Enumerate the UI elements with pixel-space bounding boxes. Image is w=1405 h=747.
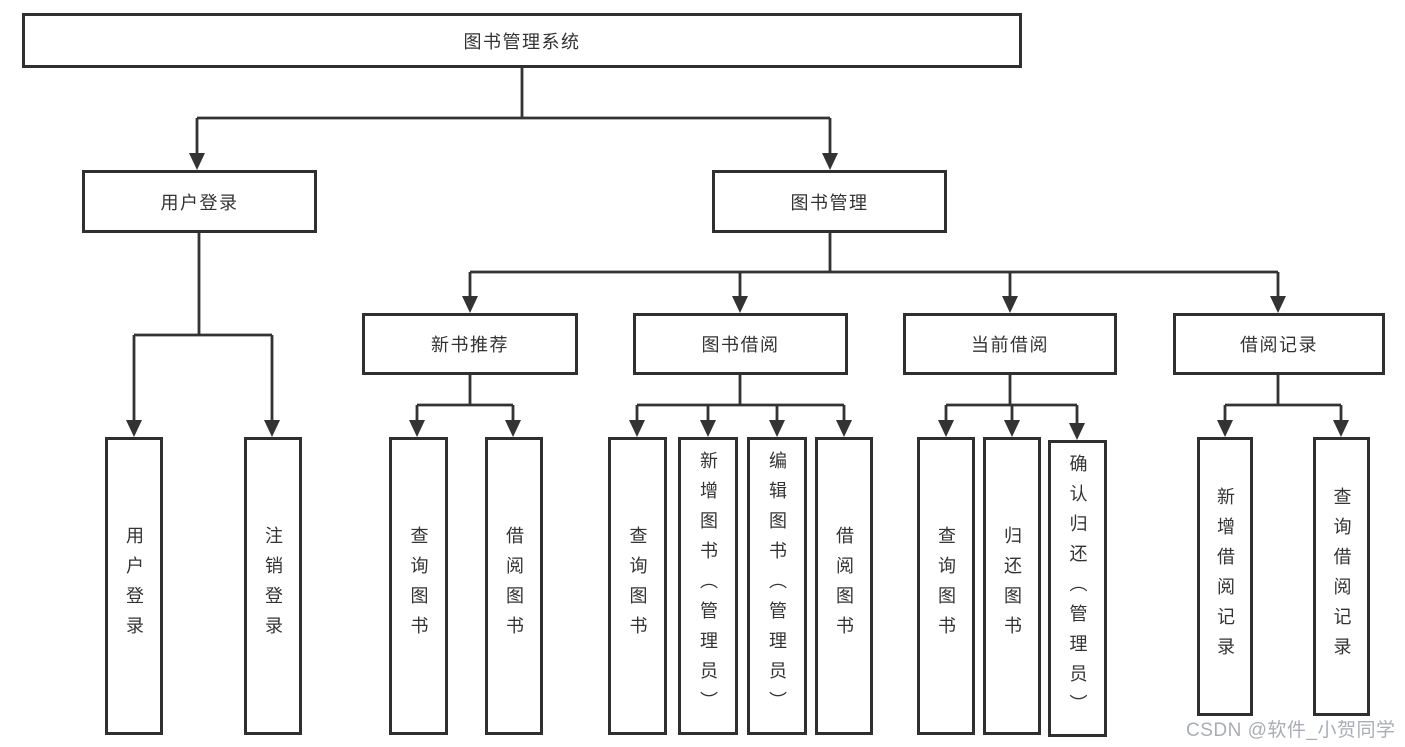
- leaf-br-query-record: 查询借阅记录: [1313, 437, 1370, 716]
- leaf-cb-confirm-return-admin: 确认归还（管理员）: [1048, 440, 1107, 737]
- leaf-nr-borrow-books: 借阅图书: [485, 437, 543, 735]
- leaf-nr-query-books: 查询图书: [389, 437, 448, 735]
- leaf-bb-query-books: 查询图书: [608, 437, 667, 735]
- node-book-management: 图书管理: [712, 170, 947, 233]
- leaf-bb-add-books-admin: 新增图书（管理员）: [678, 437, 738, 735]
- leaf-cb-query-books: 查询图书: [917, 437, 975, 735]
- node-user-login: 用户登录: [82, 170, 317, 233]
- node-book-borrowing: 图书借阅: [633, 313, 848, 375]
- node-new-book-recommendation: 新书推荐: [362, 313, 578, 375]
- leaf-cb-return-books: 归还图书: [983, 437, 1041, 735]
- leaf-bb-borrow-books: 借阅图书: [815, 437, 873, 735]
- leaf-logout: 注销登录: [244, 437, 302, 735]
- node-current-borrowing: 当前借阅: [903, 313, 1117, 375]
- leaf-br-add-record: 新增借阅记录: [1197, 437, 1253, 716]
- node-root: 图书管理系统: [22, 13, 1022, 68]
- node-borrowing-records: 借阅记录: [1173, 313, 1385, 375]
- csdn-watermark: CSDN @软件_小贺同学: [1186, 720, 1396, 741]
- leaf-bb-edit-books-admin: 编辑图书（管理员）: [747, 437, 807, 735]
- leaf-user-login: 用户登录: [105, 437, 163, 735]
